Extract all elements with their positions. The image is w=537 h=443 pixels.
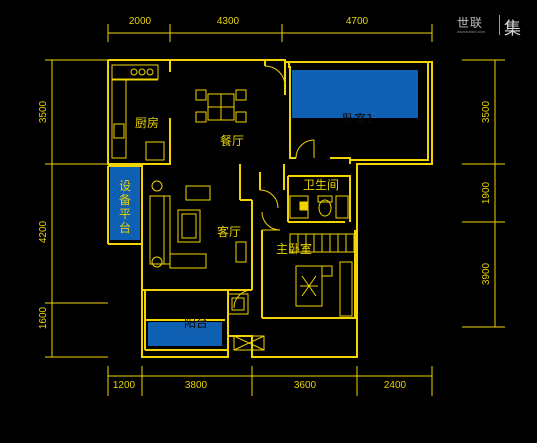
logo-sub-text: worldunion.com bbox=[457, 29, 486, 34]
dim-bottom-4: 2400 bbox=[384, 380, 407, 391]
balcony-highlight bbox=[148, 322, 222, 346]
room-label-equipment-platform-2: 备 bbox=[119, 193, 131, 207]
dining-table bbox=[195, 89, 247, 123]
balcony-fixtures bbox=[227, 293, 265, 351]
room-label-living: 客厅 bbox=[217, 224, 241, 239]
room-label-balcony: 阳台 bbox=[184, 315, 208, 330]
dim-bottom-3: 3600 bbox=[294, 380, 317, 391]
dim-bottom-2: 3800 bbox=[185, 380, 208, 391]
room-label-dining: 餐厅 bbox=[220, 133, 244, 148]
room-label-master-bedroom: 主卧室 bbox=[276, 241, 312, 256]
equipment-platform-highlight bbox=[110, 166, 140, 240]
room-label-equipment-platform-1: 设 bbox=[119, 179, 131, 193]
room-label-equipment-platform-3: 平 bbox=[119, 207, 131, 221]
room-label-bathroom: 卫生间 bbox=[303, 178, 339, 192]
dim-left-2: 4200 bbox=[38, 220, 49, 243]
dim-right-2: 1900 bbox=[481, 181, 492, 204]
logo-divider bbox=[499, 15, 500, 35]
bathroom-fixtures bbox=[289, 195, 349, 219]
dim-right-1: 3500 bbox=[481, 100, 492, 123]
dim-top-1: 2000 bbox=[129, 16, 152, 27]
room-label-kitchen: 厨房 bbox=[135, 115, 159, 130]
dim-top-2: 4300 bbox=[217, 16, 240, 27]
brand-logo: 世联 worldunion.com 集 bbox=[457, 14, 529, 40]
master-bedroom-furniture bbox=[289, 233, 355, 317]
room-label-bedroom1: 卧室1 bbox=[342, 111, 374, 126]
logo-main-text: 世联 bbox=[457, 16, 484, 30]
logo-mark: 集 bbox=[504, 19, 521, 39]
dim-right-3: 3900 bbox=[481, 262, 492, 285]
living-room-furniture bbox=[149, 180, 247, 269]
kitchen-fixtures bbox=[111, 64, 165, 161]
bedroom1-highlight bbox=[292, 70, 418, 118]
dim-top-3: 4700 bbox=[346, 16, 369, 27]
dim-bottom-1: 1200 bbox=[113, 380, 136, 391]
dim-left-1: 3500 bbox=[38, 100, 49, 123]
dim-left-3: 1600 bbox=[38, 306, 49, 329]
room-label-equipment-platform-4: 台 bbox=[119, 220, 131, 235]
